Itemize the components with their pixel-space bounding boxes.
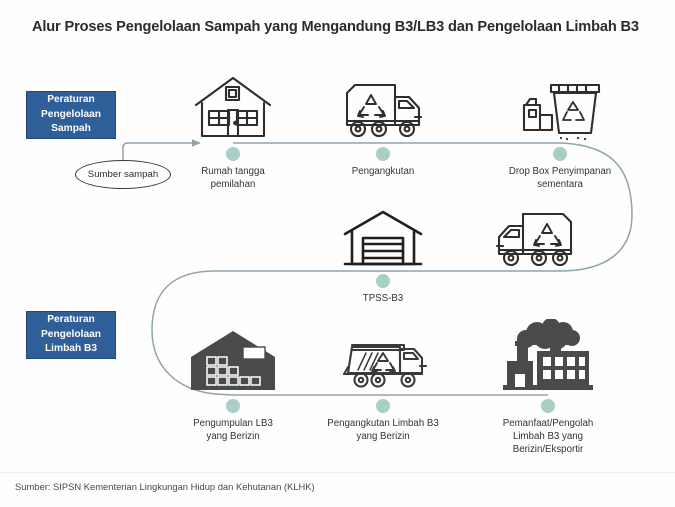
flow-node-pengangkutan-limbah-b3: Pengangkutan Limbah B3 yang Berizin	[303, 321, 463, 444]
flow-node-pengumpulan-lb3: Pengumpulan LB3 yang Berizin	[153, 321, 313, 444]
legend-box-peraturan-pengelolaan-limbah-b3: Peraturan Pengelolaan Limbah B3	[26, 311, 116, 359]
flow-node-pemanfaat-pengolah: Pemanfaat/Pengolah Limbah B3 yang Berizi…	[468, 319, 628, 456]
garbage-truck-icon	[303, 69, 463, 143]
flow-node-label: Drop Box Penyimpanan sementara	[508, 166, 612, 190]
node-dot	[541, 399, 555, 413]
legend-line: Limbah B3	[44, 343, 98, 355]
flow-node-label: Rumah tangga pemilahan	[201, 166, 265, 190]
node-dot	[226, 399, 240, 413]
node-dot	[376, 274, 390, 288]
flow-node-rumah-tangga: Rumah tangga pemilahan	[153, 69, 313, 192]
page-title: Alur Proses Pengelolaan Sampah yang Meng…	[32, 19, 639, 35]
flow-node-drop-box: Drop Box Penyimpanan sementara	[480, 69, 640, 192]
node-dot	[226, 147, 240, 161]
source-sampah-node: Sumber sampah	[75, 160, 171, 189]
node-dot	[376, 399, 390, 413]
flow-node-label: Pengumpulan LB3 yang Berizin	[193, 418, 273, 442]
source-credit: Sumber: SIPSN Kementerian Lingkungan Hid…	[15, 481, 315, 492]
source-sampah-label: Sumber sampah	[87, 169, 159, 180]
legend-line: Peraturan	[47, 94, 95, 106]
warehouse-filled-icon	[153, 321, 313, 395]
dump-truck-icon	[303, 321, 463, 395]
drop-box-bin-icon	[480, 69, 640, 143]
garbage-truck-left-icon	[455, 196, 615, 270]
flow-node-label: Pengangkutan Limbah B3 yang Berizin	[327, 418, 439, 442]
warehouse-outline-icon	[303, 196, 463, 270]
flow-node-label: Pengangkutan	[351, 166, 415, 177]
flow-node-label: Pemanfaat/Pengolah Limbah B3 yang Berizi…	[502, 418, 594, 455]
legend-box-peraturan-pengelolaan-sampah: Peraturan Pengelolaan Sampah	[26, 91, 116, 139]
flow-node-label: TPSS-B3	[362, 293, 404, 304]
node-dot	[553, 147, 567, 161]
footer-divider	[0, 472, 675, 473]
legend-line: Sampah	[51, 123, 91, 135]
legend-line: Pengelolaan	[40, 328, 101, 340]
flow-node-tpss-b3: TPSS-B3	[303, 196, 463, 306]
house-icon	[153, 69, 313, 143]
flow-node-truck-return	[455, 196, 615, 270]
factory-smoke-icon	[468, 319, 628, 395]
node-dot	[376, 147, 390, 161]
legend-line: Peraturan	[47, 314, 95, 326]
legend-line: Pengelolaan	[40, 108, 101, 120]
flow-node-pengangkutan: Pengangkutan	[303, 69, 463, 179]
